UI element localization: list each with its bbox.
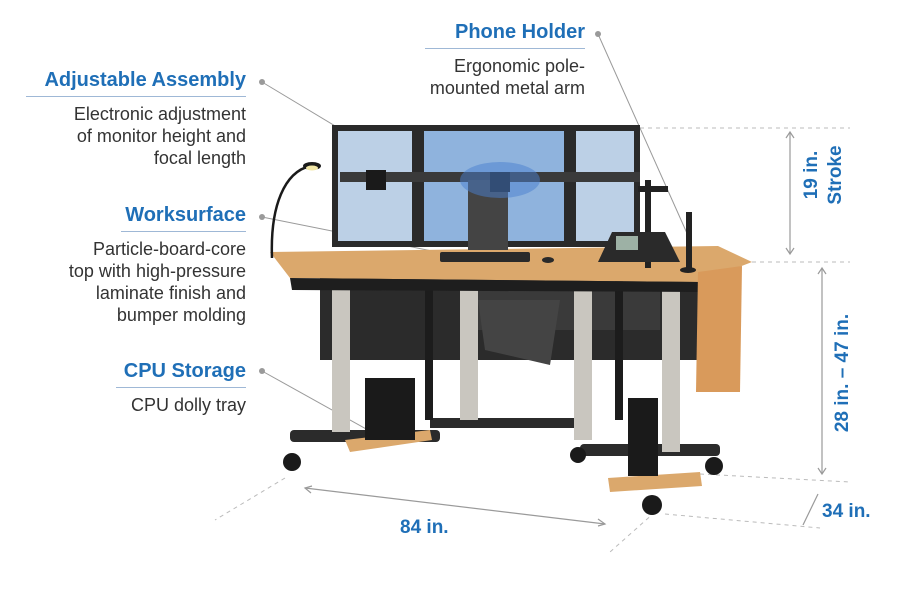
dimension-text: Stroke xyxy=(825,145,846,205)
callout-description: Ergonomic pole- mounted metal arm xyxy=(425,55,585,99)
dimension-stroke-label: 19 in. Stroke xyxy=(800,135,848,215)
callout-description: Electronic adjustment of monitor height … xyxy=(26,103,246,169)
callout-title: Worksurface xyxy=(125,204,246,226)
callout-title: Phone Holder xyxy=(454,21,585,43)
callout-adjustable-assembly: Adjustable Assembly Electronic adjustmen… xyxy=(26,68,246,169)
monitor-array xyxy=(332,125,640,250)
dimension-width-label: 84 in. xyxy=(400,517,449,538)
callout-divider xyxy=(121,231,246,232)
callout-title: CPU Storage xyxy=(123,360,246,382)
floor-guides xyxy=(214,127,851,553)
callout-divider xyxy=(116,387,246,388)
dimension-text: 19 in. xyxy=(801,150,822,200)
desc-line: mounted metal arm xyxy=(429,78,585,98)
dimension-arrows xyxy=(303,130,827,527)
desc-line: top with high-pressure xyxy=(68,261,246,281)
callout-worksurface: Worksurface Particle-board-core top with… xyxy=(26,203,246,326)
dimension-depth-label: 34 in. xyxy=(822,501,871,522)
desc-line: Particle-board-core xyxy=(92,239,246,259)
desc-line: of monitor height and xyxy=(76,126,246,146)
desc-line: laminate finish and xyxy=(95,283,246,303)
desc-line: bumper molding xyxy=(116,305,246,325)
cpu-dollies xyxy=(345,378,702,492)
desc-line: Ergonomic pole- xyxy=(453,56,585,76)
callout-cpu-storage: CPU Storage CPU dolly tray xyxy=(96,359,246,416)
phone-holder-illustration xyxy=(598,180,696,273)
desc-line: focal length xyxy=(153,148,246,168)
dimension-height-label: 28 in. – 47 in. xyxy=(832,313,853,433)
leader-dots xyxy=(259,31,601,374)
desc-line: Electronic adjustment xyxy=(73,104,246,124)
callout-description: Particle-board-core top with high-pressu… xyxy=(26,238,246,326)
callout-description: CPU dolly tray xyxy=(96,394,246,416)
callout-phone-holder: Phone Holder Ergonomic pole- mounted met… xyxy=(425,20,585,99)
callout-title: Adjustable Assembly xyxy=(44,69,246,91)
desc-line: CPU dolly tray xyxy=(130,395,246,415)
callout-divider xyxy=(26,96,246,97)
callout-divider xyxy=(425,48,585,49)
desk-lamp xyxy=(270,162,321,259)
